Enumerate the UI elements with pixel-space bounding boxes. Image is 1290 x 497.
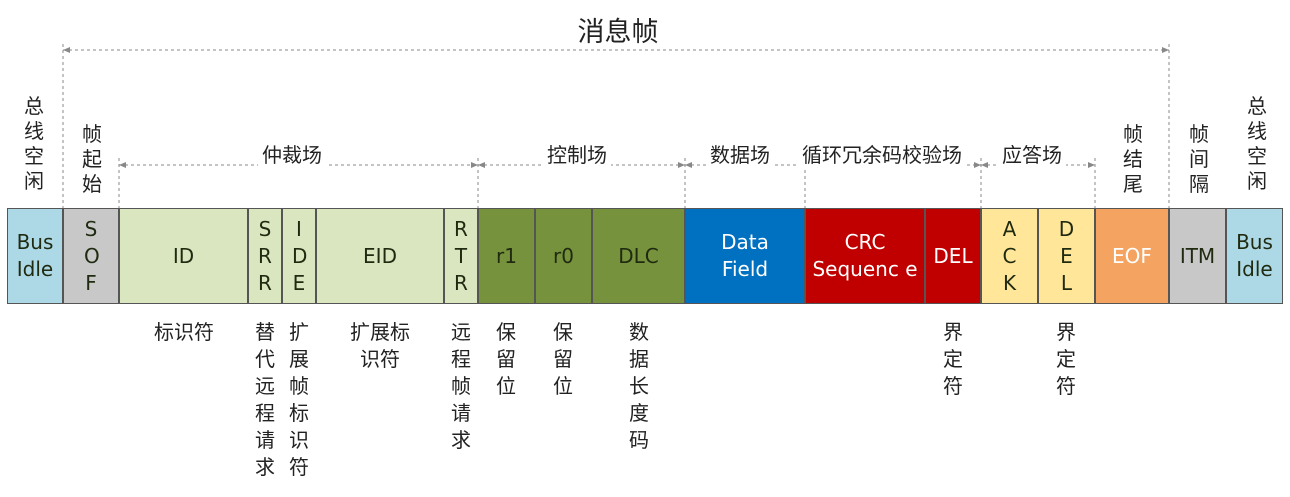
eof-box: EOF bbox=[1095, 208, 1169, 304]
bus-idle-left-label: 总线空闲 bbox=[24, 94, 44, 193]
rtr-box: R T R bbox=[444, 208, 478, 304]
sof-label: 帧起始 bbox=[82, 122, 102, 196]
message-frame-title: 消息帧 bbox=[577, 17, 659, 48]
srr-box: S R R bbox=[248, 208, 282, 304]
crc-sequence-box: CRC Sequenc e bbox=[805, 208, 925, 304]
ack-field-label: 应答场 bbox=[998, 139, 1066, 168]
id-description: 标识符 bbox=[154, 320, 214, 344]
id-box: ID bbox=[119, 208, 248, 304]
dlc-box: DLC bbox=[592, 208, 685, 304]
eid-box: EID bbox=[316, 208, 444, 304]
ide-box: I D E bbox=[282, 208, 316, 304]
itm-label: 帧间隔 bbox=[1189, 122, 1209, 196]
dlc-description: 数据长度码 bbox=[629, 320, 649, 452]
r1-description: 保留位 bbox=[496, 320, 516, 398]
bus-idle-left-box: Bus Idle bbox=[7, 208, 63, 304]
eof-label: 帧结尾 bbox=[1123, 122, 1143, 196]
r1-box: r1 bbox=[478, 208, 535, 304]
itm-box: ITM bbox=[1169, 208, 1226, 304]
crc-delimiter-box: DEL bbox=[925, 208, 981, 304]
crc-delimiter-description: 界定符 bbox=[943, 320, 963, 398]
rtr-description: 远程帧请求 bbox=[451, 320, 471, 452]
ide-description: 扩展帧标识符 bbox=[289, 320, 309, 479]
ack-delimiter-box: D E L bbox=[1038, 208, 1095, 304]
crc-field-label: 循环冗余码校验场 bbox=[798, 139, 966, 168]
bus-idle-right-box: Bus Idle bbox=[1226, 208, 1283, 304]
r0-description: 保留位 bbox=[553, 320, 573, 398]
ack-slot-box: A C K bbox=[981, 208, 1038, 304]
control-field-label: 控制场 bbox=[543, 139, 611, 168]
sof-box: S O F bbox=[63, 208, 119, 304]
srr-description: 替代远程请求 bbox=[255, 320, 275, 479]
r0-box: r0 bbox=[535, 208, 592, 304]
data-field-box: Data Field bbox=[685, 208, 805, 304]
ack-delimiter-description: 界定符 bbox=[1056, 320, 1076, 398]
data-field-label: 数据场 bbox=[706, 139, 774, 168]
bus-idle-right-label: 总线空闲 bbox=[1247, 94, 1267, 193]
eid-description: 扩展标识符 bbox=[350, 320, 410, 371]
arbitration-field-label: 仲裁场 bbox=[258, 139, 326, 168]
